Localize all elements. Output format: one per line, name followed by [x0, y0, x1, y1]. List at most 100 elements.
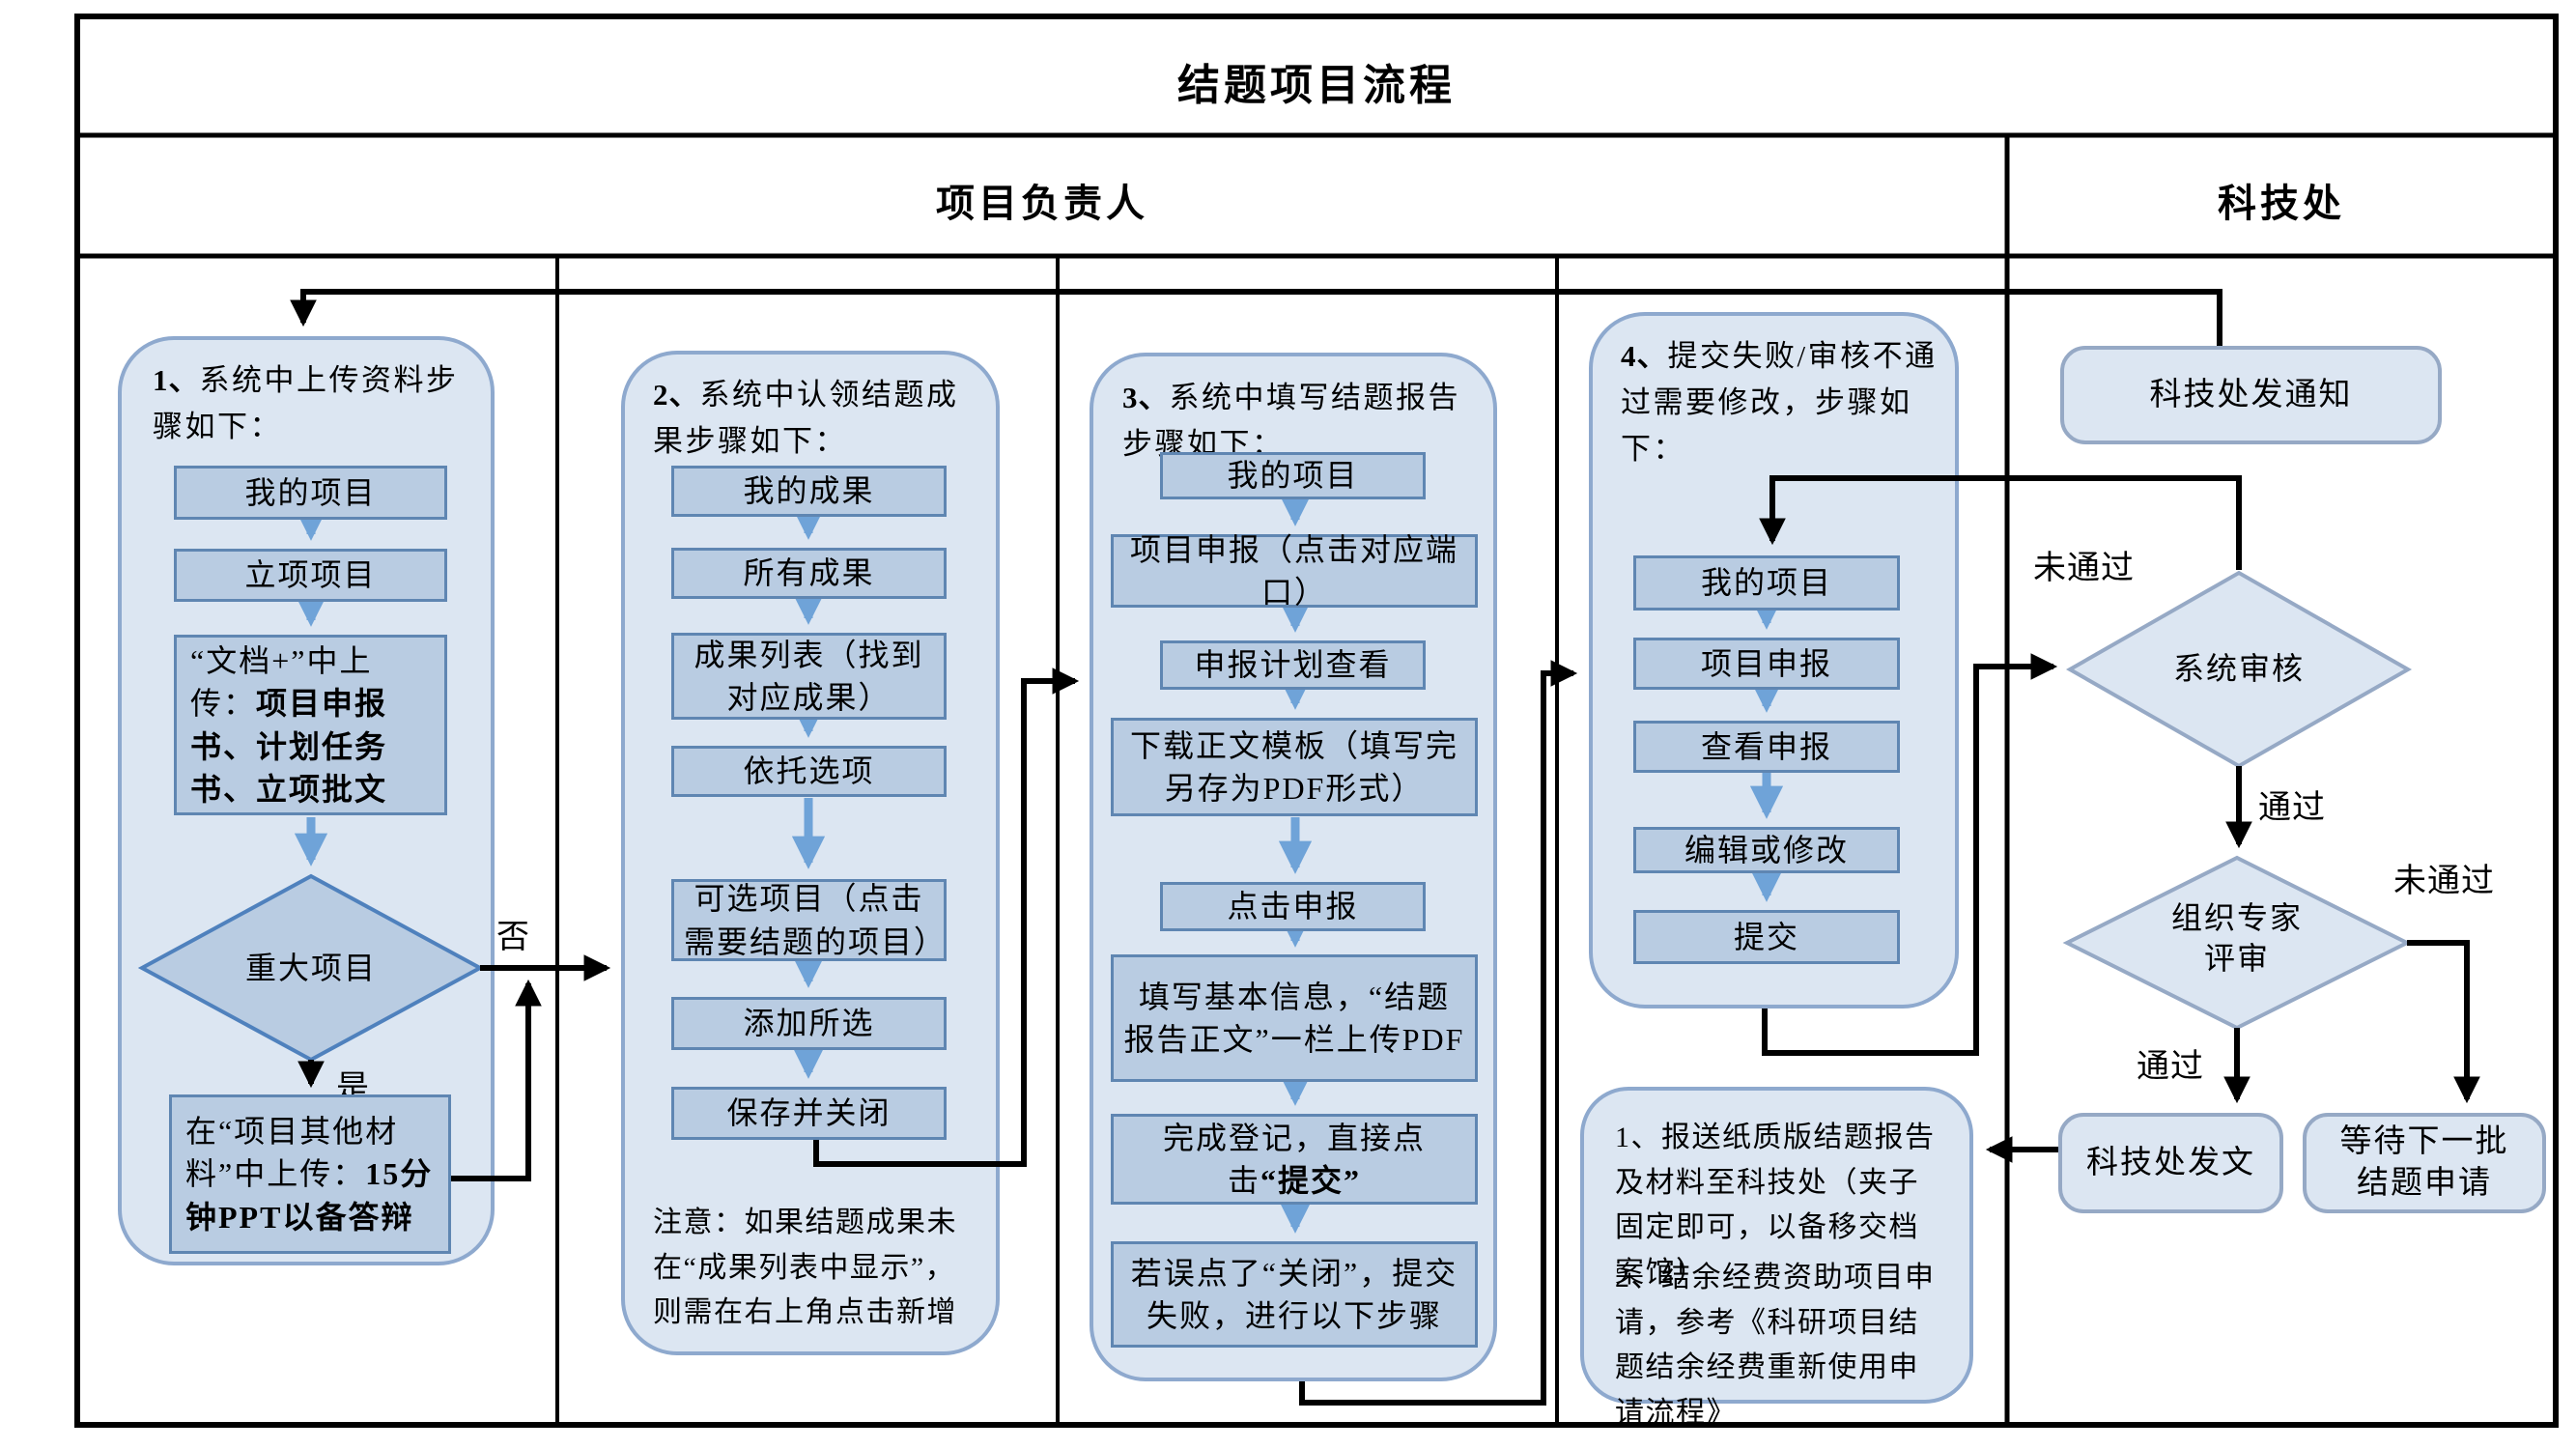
group4-heading-num: 4、 — [1621, 339, 1668, 373]
notify-box: 科技处发通知 — [2060, 346, 2442, 444]
step-misclick-close: 若误点了“关闭”，提交失败，进行以下步骤 — [1111, 1241, 1478, 1348]
step-label: 保存并关闭 — [726, 1095, 892, 1131]
step-label: 完成登记，直接点击“提交” — [1123, 1117, 1465, 1202]
step-fill-basic-info: 填写基本信息，“结题报告正文”一栏上传PDF — [1111, 954, 1478, 1082]
step-view-declaration: 查看申报 — [1633, 721, 1900, 773]
step-label: 我的项目 — [1700, 565, 1832, 601]
step-label: 添加所选 — [743, 1006, 875, 1041]
pass-label-text: 通过 — [2258, 790, 2326, 826]
pass-label-1: 通过 — [2258, 781, 2326, 828]
connector-col3-to-col4 — [1299, 660, 1578, 1406]
step-edit-or-modify: 编辑或修改 — [1633, 827, 1900, 873]
step-label-pre: “文档+”中上传： — [190, 643, 373, 722]
step-label: 若误点了“关闭”，提交失败，进行以下步骤 — [1130, 1255, 1458, 1333]
step-label: 我的项目 — [244, 474, 377, 510]
no-label-text: 否 — [496, 920, 530, 955]
notify-label: 科技处发通知 — [2149, 377, 2353, 412]
group1-heading: 1、系统中上传资料步骤如下： — [153, 357, 475, 450]
step-label: 下载正文模板（填写完另存为PDF形式） — [1129, 727, 1458, 806]
step-all-achievements: 所有成果 — [671, 548, 947, 599]
step-label-bold: “提交” — [1260, 1163, 1362, 1198]
fail-label-text: 未通过 — [2393, 864, 2495, 899]
step-label: 项目申报 — [1700, 645, 1832, 681]
step-label-pre: 完成登记，直接点击 — [1162, 1120, 1426, 1198]
note-item-2: 2、结余经费资助项目申请，参考《科研项目结题结余经费重新使用申请流程》 — [1615, 1256, 1943, 1435]
step-other-materials-ppt: 在“项目其他材料”中上传：15分钟PPT以备答辩 — [169, 1094, 451, 1254]
lane-header-right-text: 科技处 — [2218, 182, 2345, 225]
connector-notify-to-col1 — [290, 289, 2222, 346]
step-docs-upload: “文档+”中上传：项目申报书、计划任务书、立项批文 — [174, 635, 447, 815]
issue-doc-label: 科技处发文 — [2086, 1145, 2255, 1180]
page-title-text: 结题项目流程 — [1177, 62, 1456, 109]
group2-note: 注意：如果结题成果未在“成果列表中显示”，则需在右上角点击新增 — [653, 1201, 977, 1336]
group3-heading: 3、系统中填写结题报告步骤如下： — [1122, 375, 1484, 468]
group1-heading-text: 系统中上传资料步骤如下： — [153, 363, 459, 444]
step-label: 查看申报 — [1700, 728, 1832, 764]
fail-label-2: 未通过 — [2393, 854, 2495, 901]
step-label: 立项项目 — [244, 557, 377, 593]
group4-heading: 4、提交失败/审核不通过需要修改，步骤如下： — [1621, 333, 1939, 472]
step-label: “文档+”中上传：项目申报书、计划任务书、立项批文 — [190, 639, 431, 810]
step-my-projects-3: 我的项目 — [1160, 452, 1426, 499]
diamond-label-text: 系统审核 — [2172, 651, 2305, 686]
step-my-projects-4: 我的项目 — [1633, 555, 1900, 611]
step-reliance-option: 依托选项 — [671, 746, 947, 797]
wait-next-label: 等待下一批结题申请 — [2339, 1124, 2509, 1201]
step-label: 项目申报（点击对应端口） — [1129, 531, 1458, 610]
pass-label-2: 通过 — [2137, 1039, 2204, 1087]
expert-review-diamond-label: 组织专家评审 — [2165, 898, 2309, 979]
step-submit: 提交 — [1633, 910, 1900, 964]
lane-header-left-text: 项目负责人 — [936, 182, 1148, 225]
step-label: 依托选项 — [743, 753, 875, 789]
step-label-bold: 15分钟PPT以备答辩 — [185, 1156, 434, 1235]
step-declare-plan-view: 申报计划查看 — [1160, 640, 1426, 690]
connector-col4-to-system-review — [1762, 653, 2058, 1056]
group3-heading-text: 系统中填写结题报告步骤如下： — [1122, 381, 1460, 462]
step-label: 提交 — [1733, 919, 1799, 954]
step-my-projects-1: 我的项目 — [174, 466, 447, 520]
step-save-and-close: 保存并关闭 — [671, 1087, 947, 1140]
group2-heading-text: 系统中认领结题成果步骤如下： — [653, 378, 959, 459]
step-label: 可选项目（点击需要结题的项目） — [684, 881, 948, 959]
group2-heading: 2、系统中认领结题成果步骤如下： — [653, 372, 976, 465]
system-review-diamond-label: 系统审核 — [2142, 649, 2335, 690]
step-project-declare-4: 项目申报 — [1633, 638, 1900, 690]
paper-submission-note-container — [1580, 1087, 1973, 1404]
group2-note-text: 注意：如果结题成果未在“成果列表中显示”，则需在右上角点击新增 — [653, 1207, 957, 1328]
group1-heading-num: 1、 — [153, 363, 200, 397]
connector-col2-to-col3 — [813, 668, 1080, 1167]
step-label: 编辑或修改 — [1684, 832, 1849, 867]
system-review-diamond — [2065, 570, 2413, 769]
step-approved-projects: 立项项目 — [174, 549, 447, 602]
no-label: 否 — [496, 910, 530, 957]
issue-doc-box: 科技处发文 — [2058, 1113, 2283, 1213]
step-download-template: 下载正文模板（填写完另存为PDF形式） — [1111, 718, 1478, 816]
step-label: 我的项目 — [1227, 458, 1359, 494]
chart-outer-border — [74, 14, 2559, 1428]
pass-label-text: 通过 — [2137, 1049, 2204, 1085]
fail-label-top: 未通过 — [2033, 541, 2135, 588]
step-add-selected: 添加所选 — [671, 997, 947, 1050]
step-label-pre: 在“项目其他材料”中上传： — [185, 1114, 399, 1192]
wait-next-box: 等待下一批结题申请 — [2303, 1113, 2546, 1213]
step-project-declare-port: 项目申报（点击对应端口） — [1111, 532, 1478, 610]
note-item-2-text: 2、结余经费资助项目申请，参考《科研项目结题结余经费重新使用申请流程》 — [1615, 1262, 1936, 1429]
lane-header-sci-tech-office: 科技处 — [2007, 172, 2556, 228]
step-label: 申报计划查看 — [1194, 647, 1392, 683]
connector-fail-to-wait-next — [2407, 940, 2480, 1104]
step-label: 填写基本信息，“结题报告正文”一栏上传PDF — [1123, 979, 1465, 1057]
note-item-1: 1、报送纸质版结题报告及材料至科技处（夹子固定即可，以备移交档案馆） — [1615, 1116, 1943, 1295]
group3-heading-num: 3、 — [1122, 381, 1170, 414]
step-click-declare: 点击申报 — [1160, 882, 1426, 931]
group2-heading-num: 2、 — [653, 378, 700, 412]
step-label-bold: 项目申报书、计划任务书、立项批文 — [190, 686, 388, 807]
note-item-1-text: 1、报送纸质版结题报告及材料至科技处（夹子固定即可，以备移交档案馆） — [1615, 1122, 1936, 1289]
major-project-diamond-label: 重大项目 — [214, 949, 408, 989]
step-label: 所有成果 — [743, 555, 875, 591]
connector-ppt-merge-up — [451, 979, 542, 1181]
fail-label-text: 未通过 — [2033, 551, 2135, 586]
group4-heading-text: 提交失败/审核不通过需要修改，步骤如下： — [1621, 339, 1938, 467]
step-label: 我的成果 — [743, 473, 875, 509]
